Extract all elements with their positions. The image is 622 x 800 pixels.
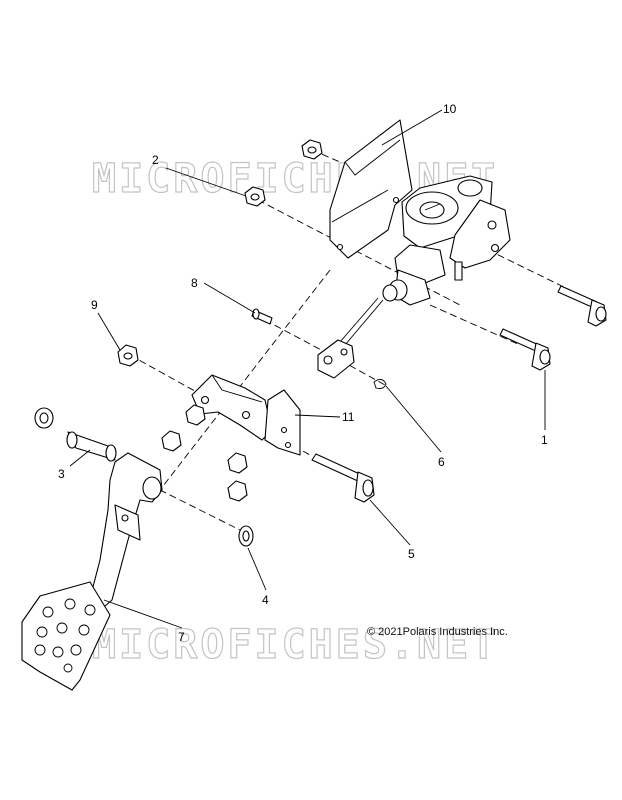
heat-shield-plate <box>329 119 413 259</box>
clevis-pin-part-8 <box>251 308 273 325</box>
callout-11: 11 <box>342 410 355 424</box>
callout-2: 2 <box>152 153 159 167</box>
shield-nut <box>301 139 323 160</box>
callout-1: 1 <box>541 433 548 447</box>
watermark-bottom: MICROFICHES.NET <box>92 622 498 668</box>
callout-9: 9 <box>91 298 98 312</box>
pivot-bolt-part-5 <box>311 453 375 503</box>
callout-10: 10 <box>443 102 457 116</box>
nut-part-2 <box>244 186 266 207</box>
brake-pedal-part-7 <box>21 452 163 691</box>
callout-6: 6 <box>438 455 445 469</box>
pushrod-clevis <box>317 339 355 379</box>
callout-4: 4 <box>262 593 269 607</box>
callout-3: 3 <box>58 467 65 481</box>
callout-7: 7 <box>178 630 185 644</box>
bolt-upper <box>557 285 607 327</box>
callout-8: 8 <box>191 276 198 290</box>
callout-5: 5 <box>408 547 415 561</box>
bolt-part-1 <box>499 328 551 371</box>
leader-lines <box>69 109 546 629</box>
bracket-nuts <box>161 404 248 502</box>
callout-numbers: 1 2 3 4 5 6 7 8 9 10 11 <box>58 102 548 644</box>
copyright-notice: © 2021Polaris Industries Inc. <box>367 626 508 638</box>
clip-part-6 <box>373 379 387 389</box>
washer-part-4 <box>238 525 254 547</box>
bushing-part-3 <box>34 407 117 462</box>
pedal-bracket-part-11 <box>191 374 301 456</box>
nut-part-9 <box>117 344 139 367</box>
master-cylinder <box>339 175 511 346</box>
